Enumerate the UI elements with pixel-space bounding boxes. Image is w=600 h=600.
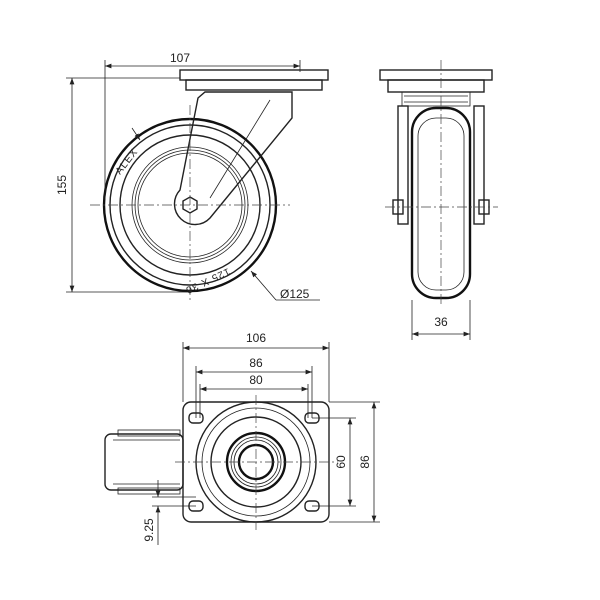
dim-86-vertical: 86 [358, 455, 372, 469]
dim-107: 107 [170, 51, 190, 65]
front-view: 36 [379, 60, 498, 340]
dim-106: 106 [246, 331, 266, 345]
side-view: ALEX 125 X 36 107 155 Ø125 [55, 51, 329, 301]
swivel-fork [173, 91, 293, 226]
dim-36: 36 [434, 315, 448, 329]
dim-80: 80 [249, 373, 263, 387]
bottom-view: 106 86 80 60 86 9.25 [104, 331, 380, 545]
wheel-top-view [104, 433, 184, 491]
dim-60: 60 [334, 455, 348, 469]
dim-86-horizontal: 86 [249, 356, 263, 370]
dim-diameter: Ø125 [280, 287, 310, 301]
dim-155: 155 [55, 175, 69, 195]
brand-text: ALEX [114, 147, 141, 177]
size-text: 125 X 36 [183, 265, 231, 295]
dim-9-25: 9.25 [142, 518, 156, 542]
